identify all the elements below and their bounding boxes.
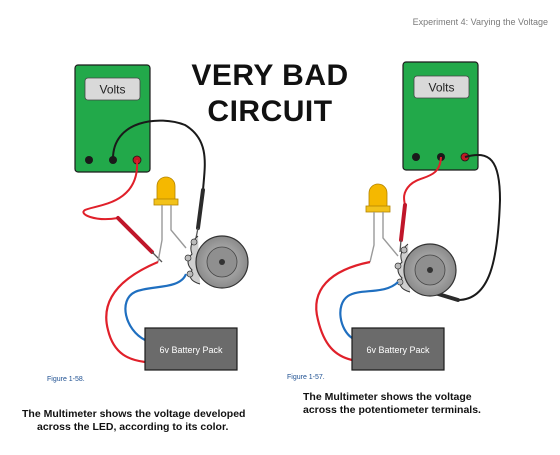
right-caption: The Multimeter shows the voltage across … [303,391,481,417]
left-figure-label: Figure 1-58. [47,376,85,383]
left-caption-line-2: across the LED, according to its color. [37,421,229,433]
right-battery-label: 6v Battery Pack [366,345,430,355]
left-black-probe [195,188,205,239]
right-battery: 6v Battery Pack [351,327,445,371]
right-led [365,183,399,263]
right-red-probe [399,203,407,253]
right-caption-line-1: The Multimeter shows the voltage [303,391,472,403]
right-potentiometer [394,243,457,297]
left-red-probe [116,216,163,263]
right-caption-line-2: across the potentiometer terminals. [303,404,481,416]
left-caption: The Multimeter shows the voltage develop… [22,408,245,434]
chapter-header: Experiment 4: Varying the Voltage [412,17,548,27]
left-battery: 6v Battery Pack [144,327,238,371]
title-line-1: VERY BAD [191,59,349,92]
left-meter-label: Volts [99,83,125,97]
right-meter-label: Volts [428,81,454,95]
left-battery-label: 6v Battery Pack [159,345,223,355]
right-figure-label: Figure 1-57. [287,374,325,381]
left-caption-line-1: The Multimeter shows the voltage develop… [22,408,246,420]
left-led [153,176,187,263]
right-circuit: Volts [315,61,502,371]
diagram-title: VERY BAD CIRCUIT [180,58,360,130]
title-line-2: CIRCUIT [207,95,333,128]
left-potentiometer [184,235,249,289]
right-multimeter: Volts [402,61,479,171]
left-circuit: Volts [74,64,249,371]
